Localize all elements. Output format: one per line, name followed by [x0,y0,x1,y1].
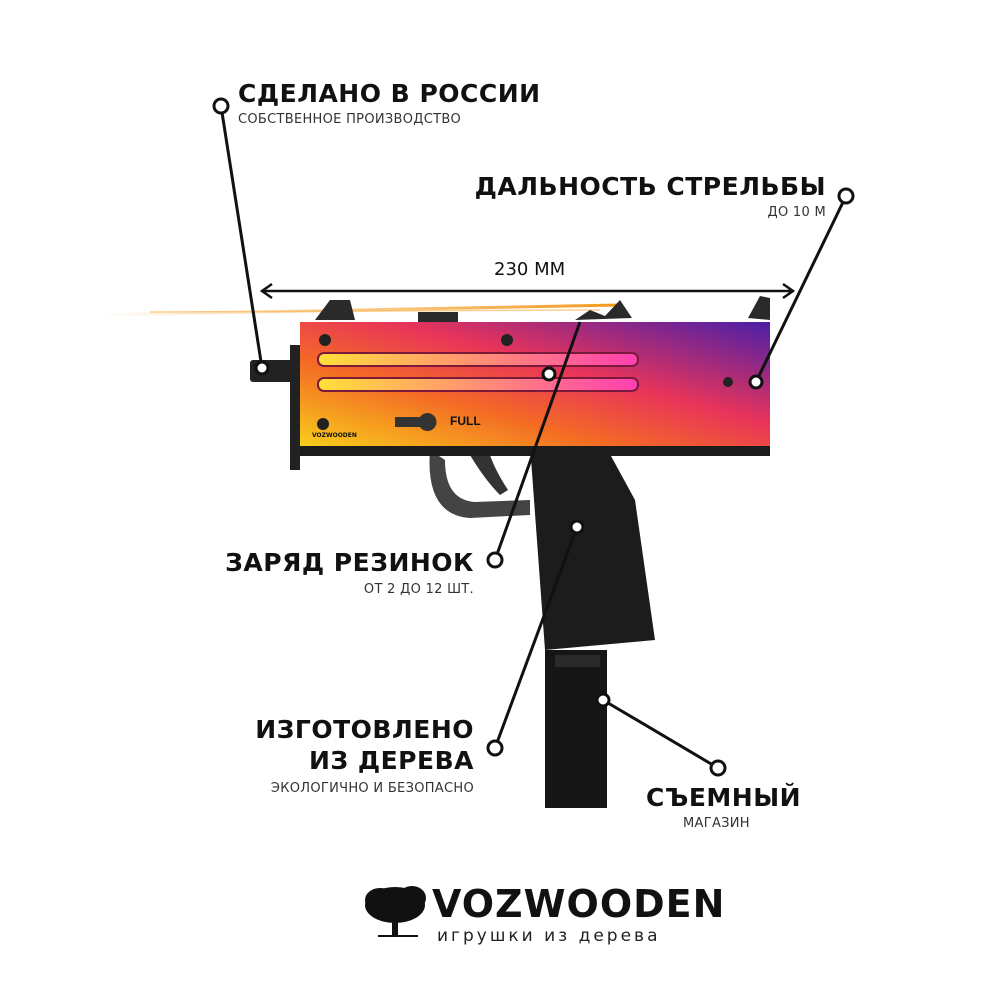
magazine-title: СЪЕМНЫЙ [646,783,802,812]
made-in-russia-subtitle: СОБСТВЕННОЕ ПРОИЗВОДСТВО [238,112,462,127]
selector-switch [395,413,437,431]
wood-title-line2: ИЗ ДЕРЕВА [308,746,474,775]
magazine-subtitle: МАГАЗИН [683,816,750,831]
callout-dots [212,97,855,777]
dimension-arrow [259,282,796,300]
trigger [470,455,508,495]
gun-engraving: VOZWOODEN [312,432,357,439]
fire-mode-label: FULL [450,414,481,428]
trigger-guard [429,450,530,518]
magazine [545,650,607,808]
grip [530,445,655,650]
leader-lines [219,105,848,770]
made-in-russia-title: СДЕЛАНО В РОССИИ [238,79,541,108]
wood-title-line1: ИЗГОТОВЛЕНО [255,715,474,744]
range-subtitle: ДО 10 М [767,205,826,220]
charge-title: ЗАРЯД РЕЗИНОК [225,548,474,577]
dimension-label: 230 ММ [494,259,566,280]
range-title: ДАЛЬНОСТЬ СТРЕЛЬБЫ [474,172,826,201]
brand-name: VOZWOODEN [432,882,726,926]
tree-logo-icon [365,886,426,937]
wood-subtitle: ЭКОЛОГИЧНО И БЕЗОПАСНО [270,781,474,796]
charge-subtitle: ОТ 2 ДО 12 ШТ. [363,582,474,597]
brand-tagline: игрушки из дерева [437,926,661,946]
tracer-line [94,303,621,317]
